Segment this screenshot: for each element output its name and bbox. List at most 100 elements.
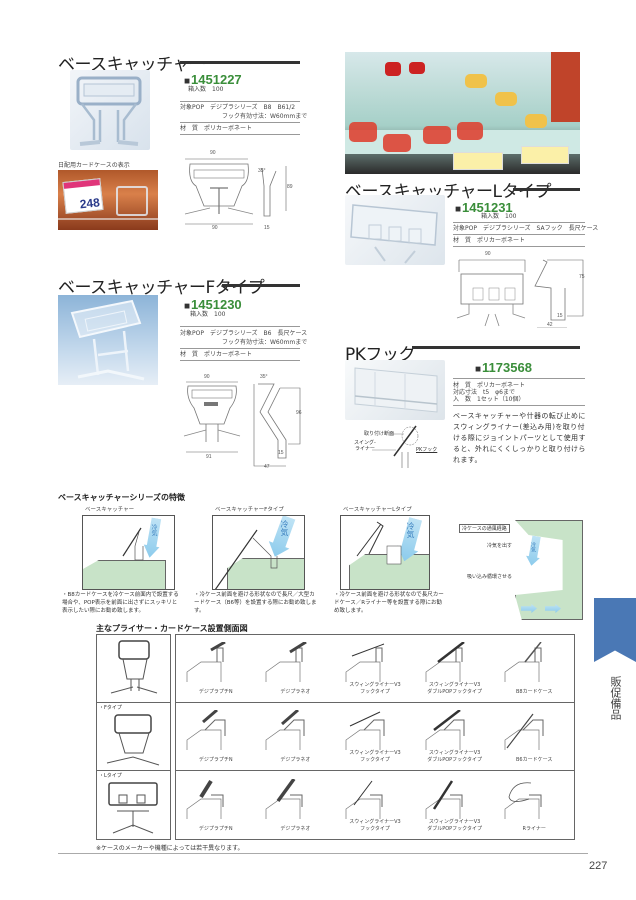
price-card: 248 [62, 178, 104, 214]
catcher-3d-icon [110, 640, 158, 694]
pricer-side-icon [266, 708, 305, 750]
side-view-cell: デジプラネオ [264, 640, 326, 696]
divider [453, 222, 585, 223]
spec-line: 材 質 ポリカーボネート [453, 382, 526, 389]
pricer-side-icon [266, 777, 303, 819]
usage-photo: 248 [58, 170, 158, 230]
feature-panel: 冷気 [212, 515, 305, 590]
side-view-row: デジプラプチN デジプラネオ スウィングライナーV3 フックタイプ スウィングラ… [176, 771, 574, 839]
panel-note: ・B8カードケースを冷ケース前面内で設置する場合や、POP表示を前面に出さずにス… [62, 592, 179, 614]
side-view-cell: スウィングライナーV3 フックタイプ [344, 642, 406, 696]
airflow-title: 冷ケースの通風経路 [459, 524, 510, 533]
cell-label: スウィングライナーV3 ダブルPOPフックタイプ [427, 750, 482, 763]
cold-air-label: 冷気 [280, 520, 289, 536]
side-view-cell: スウィングライナーV3 フックタイプ [344, 710, 406, 764]
feature-panel: 冷気 [82, 515, 175, 590]
panel-note: ・冷ケース前面を避ける形状なので長尺カードケース／Rライナー等を設置する際にお勧… [334, 592, 444, 614]
side-view-cell: デジプラネオ [264, 777, 326, 833]
product-photo [58, 295, 158, 385]
cell-label: デジプラネオ [280, 757, 311, 763]
price-card [453, 152, 503, 170]
side-view-cell: デジプラプチN [185, 779, 247, 833]
dim-depth: 15 [264, 225, 270, 231]
return-air-arrow [545, 604, 561, 613]
product-code: ■1451231 [455, 200, 513, 215]
side-tab-label: 販促備品 [609, 676, 622, 720]
divider [453, 378, 585, 379]
photo-caption: 日配用カードケースの表示 [58, 162, 130, 169]
spec-line: 対象POP デジプラシリーズ SAフック 長尺ケース [453, 225, 599, 232]
shelf-shape [227, 558, 304, 589]
product-photo [70, 70, 150, 150]
title-rule [222, 284, 300, 287]
divider [453, 234, 585, 235]
type-label: ・Lタイプ [99, 773, 122, 779]
dim-width: 90 [485, 251, 491, 257]
footnote: ※ケースのメーカーや機種によっては若干異なります。 [96, 845, 244, 852]
case-body [515, 520, 583, 620]
fruit-pack [525, 114, 547, 128]
strawberry-pack [457, 122, 483, 140]
spec-line: 入 数 1セット（10個） [453, 396, 525, 403]
label-pk-hook: PKフック [416, 447, 438, 453]
cell-label: スウィングライナーV3 ダブルPOPフックタイプ [427, 682, 482, 695]
dim-width-top: 90 [204, 374, 210, 380]
type-cell-f: ・Fタイプ [97, 703, 170, 771]
f-type-illustration [70, 299, 145, 381]
cell-label: デジプラネオ [280, 826, 311, 832]
dim-width-top: 90 [210, 150, 216, 156]
divider [453, 405, 585, 406]
product-photo [345, 195, 445, 265]
dim-depth: 15 [557, 313, 563, 319]
swing-liner-side-icon [345, 780, 383, 819]
strawberry-pack [423, 126, 451, 144]
cell-label: デジプラネオ [280, 689, 311, 695]
page-number: 227 [589, 860, 608, 872]
side-tab-chevron [594, 598, 636, 662]
cold-air-label: 冷気 [530, 542, 536, 552]
cell-label: スウィングライナーV3 ダブルPOPフックタイプ [427, 819, 482, 832]
pricer-side-icon [186, 640, 226, 682]
panel-note: ・冷ケース前面を避ける形状なので長尺／大型カードケース（B6等）を設置する際にお… [194, 592, 317, 614]
side-view-cell: B8カードケース [503, 641, 565, 696]
side-view-cell: Rライナー [503, 779, 565, 833]
label-swing-liner: スイング- ライナー [354, 440, 376, 452]
swing-liner-side-icon [345, 711, 385, 750]
product-code: ■1173568 [475, 360, 532, 375]
divider [180, 360, 300, 361]
cell-label: スウィングライナーV3 フックタイプ [349, 750, 401, 763]
swing-liner-double-side-icon [425, 641, 465, 682]
catcher-illustration [76, 76, 142, 146]
dim-total-depth: 42 [547, 322, 553, 328]
type-cell-l: ・Lタイプ [97, 771, 170, 839]
dim-angle: 35° [260, 374, 268, 380]
dim-height: 75 [579, 274, 585, 280]
swing-liner-side-icon [345, 643, 385, 682]
divider [453, 246, 585, 247]
product-code: ■1451230 [184, 297, 242, 312]
feature-panel: 冷気 [340, 515, 430, 590]
r-liner-side-icon [504, 782, 542, 819]
panel-label: ベースキャッチャーFタイプ [215, 507, 284, 513]
fruit-pack [495, 92, 517, 106]
product-photo [345, 360, 445, 420]
side-view-cell: スウィングライナーV3 フックタイプ [344, 779, 406, 833]
showcase-photo [345, 52, 580, 174]
dim-angle: 35° [258, 168, 266, 174]
dimension-drawing: 90 35° 91 96 15 47 [180, 374, 305, 470]
strawberry-pack [383, 134, 411, 152]
case-frame [551, 52, 580, 122]
spec-line: 対象POP デジプラシリーズ B8 B61/2 [180, 104, 296, 111]
dim-width-bottom: 91 [206, 454, 212, 460]
features-title: ベースキャッチャーシリーズの特徴 [58, 493, 185, 502]
side-view-title: 主なプライサー・カードケース設置側面図 [96, 624, 248, 633]
divider [180, 348, 300, 349]
strawberry-pack [349, 122, 377, 142]
divider [180, 134, 300, 135]
dim-depth: 15 [278, 450, 284, 456]
side-view-grid: デジプラプチN デジプラネオ スウィングライナーV3 フックタイプ スウィングラ… [175, 634, 575, 840]
title-rule [180, 61, 300, 64]
pricer-side-icon [266, 640, 308, 682]
spec-line: フック有効寸法：W60mmまで [222, 113, 308, 120]
side-view-row: デジプラプチN デジプラネオ スウィングライナーV3 フックタイプ スウィングラ… [176, 635, 574, 703]
